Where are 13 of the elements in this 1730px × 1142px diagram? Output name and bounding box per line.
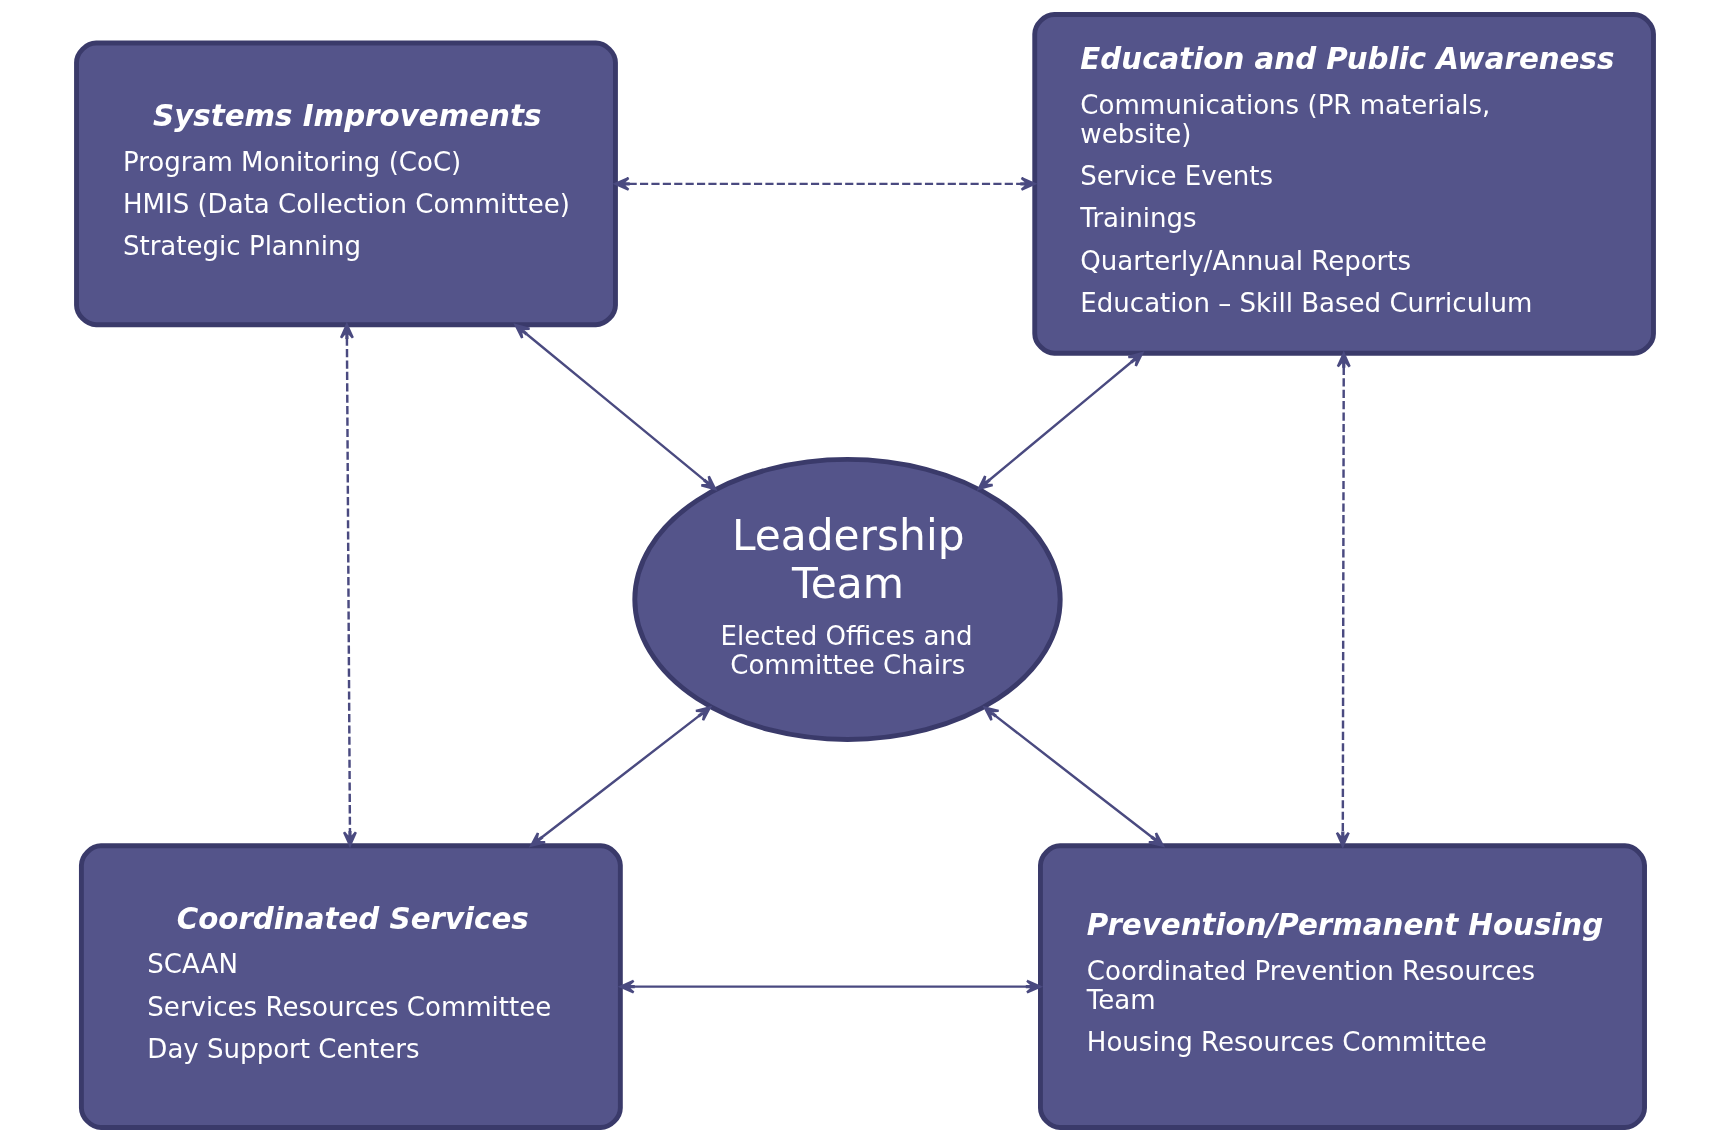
arrow: [983, 706, 1164, 847]
node-ellipse: Leadership Team Elected Offices and Committee Chairs: [632, 456, 1063, 742]
arrow: [977, 352, 1144, 490]
node-box: Systems Improvements Program Monitoring (CoC) HMIS (Data Collection Committee) Strategic Planning: [74, 40, 618, 328]
node-box: Coordinated Services SCAAN Services Resources Committee Day Support Centers: [78, 843, 623, 1130]
arrow: [514, 323, 717, 491]
arrow: [339, 323, 358, 847]
node-box: Education and Public Awareness Communications (PR materials, website) Service Events Trainings Quarterly/Annual Reports Education – Skill Based Curriculum: [1032, 12, 1656, 356]
node-box: Prevention/Permanent Housing Coordinated Prevention Resources Team Housing Resources Committee: [1038, 843, 1647, 1130]
arrow: [619, 979, 1042, 994]
arrow: [1335, 352, 1351, 847]
arrow: [530, 706, 712, 847]
arrow: [614, 176, 1036, 191]
